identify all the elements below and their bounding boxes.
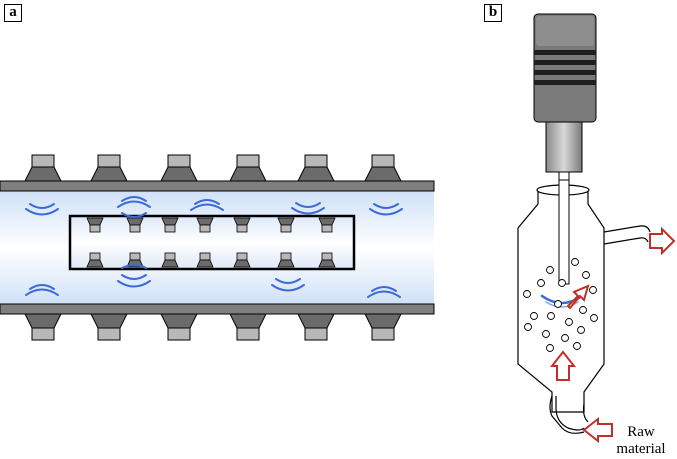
transducer-icon [90,154,128,182]
panel-label-a: a [4,4,22,22]
ultrasonic-wave-icon [369,203,403,216]
bubble-icon [565,318,573,326]
transducer-icon [24,313,62,341]
flow-arrow-icon [649,226,676,256]
bubble-icon [547,312,555,320]
ultrasonic-wave-icon [25,203,59,216]
pipe-wall-bottom [0,303,435,315]
transducer-icon [161,217,179,233]
bubble-icon [589,286,597,294]
bubble-icon [579,306,587,314]
ultrasonic-wave-icon [367,286,401,298]
ultrasonic-wave-icon [117,196,151,218]
housing-bands [534,50,596,85]
bubble-icon [590,314,598,322]
bubble-icon [546,266,554,274]
bubble-icon [530,312,538,320]
ultrasonic-waves-a [25,196,403,298]
transducer-icon [364,154,402,182]
ultrasonic-wave-icon [25,284,59,296]
inlet-label: Raw material [608,424,674,458]
transducer-icon [318,252,336,268]
transducer-icon [297,154,335,182]
bubble-icon [577,326,585,334]
ultrasonic-wave-icon [117,264,151,288]
bubble-icon [554,300,562,308]
inner-transducers-top [86,217,336,233]
bubble-icon [523,290,531,298]
bubble-icon [524,323,532,331]
transducer-icon [160,154,198,182]
pipe-wall-top [0,180,435,192]
panel-label-b: b [484,4,502,22]
transducer-icon [90,313,128,341]
outlet-pipe [603,225,651,245]
probe-tip-inner [558,179,570,285]
transducer-icon [277,252,295,268]
transducer-icon [364,313,402,341]
bottom-transducers [24,313,402,341]
transducer-icon [229,154,267,182]
flow-arrow-icon [582,416,613,444]
top-transducers [24,154,402,182]
transducer-icon [229,313,267,341]
probe-reactor [517,13,676,444]
ultrasonic-wave-icon [271,278,305,292]
flow-arrow-icon [566,284,590,310]
transducer-icon [318,217,336,233]
inlet-pipe-outline [549,395,589,434]
transducer-icon [233,217,251,233]
bubble-icon [546,344,554,352]
transducer-icon [297,313,335,341]
bubble-icon [571,258,579,266]
bubble-icon [561,334,569,342]
inner-core [68,214,356,271]
bubble-icon [582,271,590,279]
flow-arrow-icon [549,350,577,381]
bubble-icon [573,342,581,350]
bubble-icon [537,279,545,287]
transducer-icon [196,217,214,233]
transducer-icon [24,154,62,182]
bubble-icon [558,279,566,287]
transducer-icon [161,252,179,268]
inner-transducers-bottom [86,252,336,268]
ultrasonic-wave-icon [291,202,325,215]
transducer-icon [126,217,144,233]
transducer-icon [160,313,198,341]
transducer-icon [86,217,104,233]
probe-horn-icon [545,121,583,173]
transducer-icon [233,252,251,268]
ultrasonic-wave-icon [190,199,224,211]
bubble-icon [542,330,550,338]
housing-cap [536,16,594,46]
flow-cell-vessel [517,190,605,413]
inlet-pipe-inner [555,396,585,431]
bubbles [523,258,598,352]
transducer-icon [277,217,295,233]
inlet-label-line2: material [616,441,666,457]
transducer-icon [196,252,214,268]
transducer-icon [86,252,104,268]
inlet-label-line1: Raw [627,424,655,440]
tube-reactor [0,154,435,341]
